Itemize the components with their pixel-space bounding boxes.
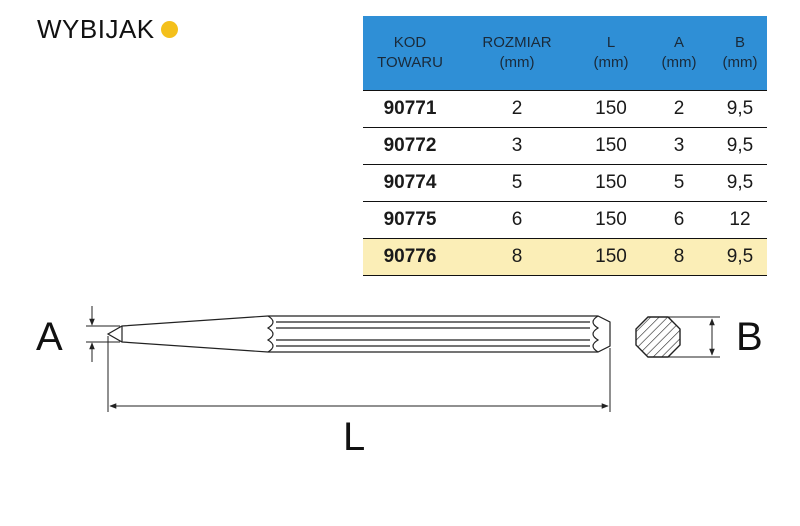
- cell-code: 90771: [363, 90, 457, 128]
- title-text: WYBIJAK: [37, 14, 155, 44]
- cell-b: 9,5: [713, 90, 767, 128]
- bullet-dot-icon: [160, 20, 178, 38]
- cell-a: 5: [645, 164, 713, 202]
- cell-code: 90775: [363, 201, 457, 239]
- cell-l: 150: [577, 127, 645, 165]
- table-row: 90774 5 150 5 9,5: [363, 164, 767, 202]
- octagon-section-icon: [635, 316, 681, 358]
- cell-size: 8: [457, 238, 577, 276]
- table-row-highlighted: 90776 8 150 8 9,5: [363, 238, 767, 276]
- cell-b: 9,5: [713, 164, 767, 202]
- header-l: L(mm): [577, 16, 645, 91]
- punch-drawing: [106, 315, 611, 353]
- cell-l: 150: [577, 164, 645, 202]
- cell-l: 150: [577, 201, 645, 239]
- punch-outline: [106, 315, 611, 353]
- cell-a: 8: [645, 238, 713, 276]
- cell-code: 90776: [363, 238, 457, 276]
- page-title: WYBIJAK: [37, 14, 178, 45]
- cell-size: 3: [457, 127, 577, 165]
- header-size: ROZMIAR(mm): [457, 16, 577, 91]
- cell-size: 5: [457, 164, 577, 202]
- table-row: 90771 2 150 2 9,5: [363, 90, 767, 128]
- cell-b: 12: [713, 201, 767, 239]
- cell-code: 90774: [363, 164, 457, 202]
- cell-size: 2: [457, 90, 577, 128]
- label-b: B: [736, 315, 763, 359]
- table-row: 90775 6 150 6 12: [363, 201, 767, 239]
- dimension-l: [107, 336, 611, 412]
- dimension-b: [668, 316, 720, 358]
- cell-a: 6: [645, 201, 713, 239]
- cell-b: 9,5: [713, 238, 767, 276]
- header-b: B(mm): [713, 16, 767, 91]
- cross-section: [635, 316, 681, 358]
- cell-a: 2: [645, 90, 713, 128]
- cell-a: 3: [645, 127, 713, 165]
- cell-code: 90772: [363, 127, 457, 165]
- header-a: A(mm): [645, 16, 713, 91]
- cell-l: 150: [577, 90, 645, 128]
- cell-l: 150: [577, 238, 645, 276]
- cell-b: 9,5: [713, 127, 767, 165]
- label-a: A: [36, 315, 63, 359]
- dimension-a: [86, 306, 120, 362]
- label-l: L: [343, 415, 365, 459]
- cell-size: 6: [457, 201, 577, 239]
- table-row: 90772 3 150 3 9,5: [363, 127, 767, 165]
